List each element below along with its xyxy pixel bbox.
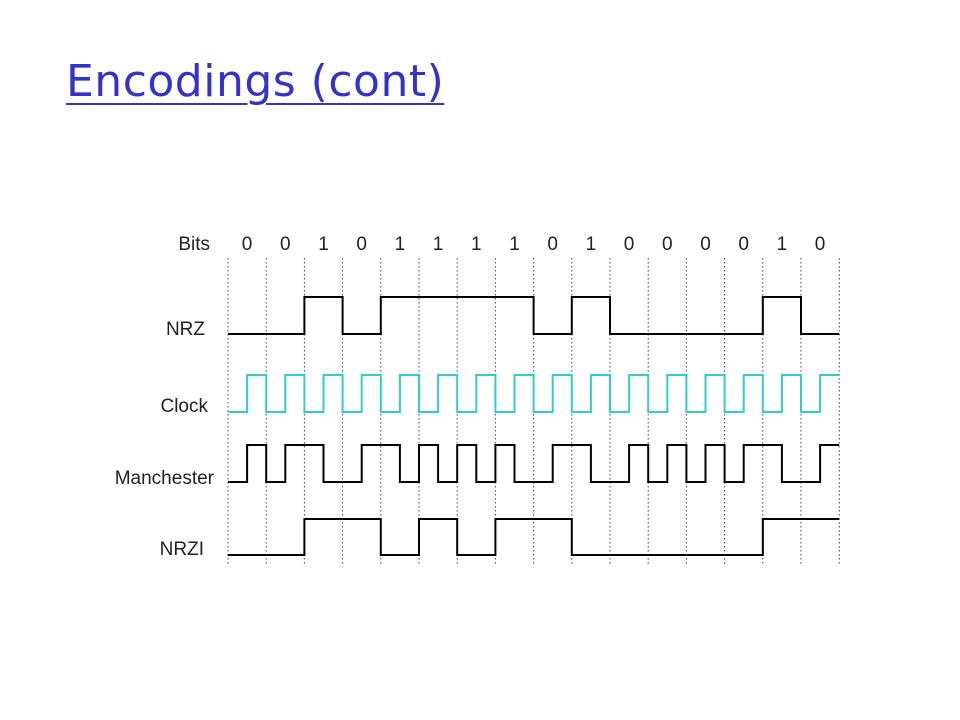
bit-value: 1 — [586, 234, 597, 255]
nrzi-waveform — [228, 518, 840, 556]
bits-row: 0 0 1 0 1 1 1 1 0 1 0 0 0 0 1 0 — [242, 234, 826, 255]
bit-value: 1 — [395, 234, 406, 255]
bit-value: 0 — [738, 234, 749, 255]
nrz-label: NRZ — [166, 319, 205, 340]
bit-value: 0 — [280, 234, 291, 255]
bit-value: 1 — [777, 234, 788, 255]
bit-value: 1 — [509, 234, 520, 255]
page-title: Encodings (cont) — [66, 56, 445, 107]
bit-value: 0 — [356, 234, 367, 255]
nrzi-label: NRZI — [160, 539, 204, 560]
manchester-label: Manchester — [115, 468, 215, 489]
bit-value: 1 — [433, 234, 444, 255]
bit-value: 0 — [624, 234, 635, 255]
bit-value: 0 — [700, 234, 711, 255]
nrz-waveform — [228, 296, 840, 335]
clock-waveform — [228, 374, 840, 413]
clock-label: Clock — [160, 396, 208, 417]
bits-label: Bits — [178, 234, 210, 255]
bit-value: 0 — [242, 234, 253, 255]
bit-value: 1 — [471, 234, 482, 255]
bit-value: 0 — [547, 234, 558, 255]
bit-value: 1 — [318, 234, 329, 255]
bit-boundaries — [227, 258, 840, 566]
bit-value: 0 — [815, 234, 826, 255]
manchester-waveform — [228, 444, 840, 483]
bit-value: 0 — [662, 234, 673, 255]
